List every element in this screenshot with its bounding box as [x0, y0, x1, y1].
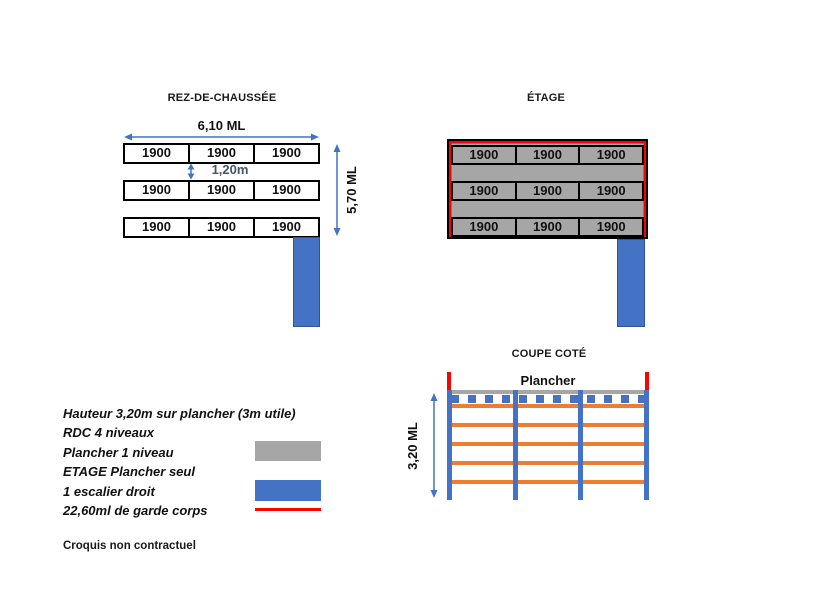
bay-cell: 1900 [142, 145, 171, 160]
rack-upright-column [447, 390, 452, 500]
bay-cell: 1900 [188, 182, 253, 199]
aisle-gap-dim-label: 1,20m [211, 162, 249, 177]
rack-beam [449, 442, 649, 446]
rack-upright-column [578, 390, 583, 500]
plancher-label: Plancher [520, 373, 576, 388]
bay-cell: 1900 [469, 183, 499, 198]
etage-staircase [617, 239, 645, 327]
rdc-title: REZ-DE-CHAUSSÉE [167, 92, 277, 104]
rack-beam [449, 404, 649, 408]
horizontal-dimension-arrow-icon [124, 133, 319, 141]
floor-deck-dashes [451, 395, 645, 403]
rack-beam [449, 480, 649, 484]
rdc-rack-row-3: 1900 1900 1900 [123, 217, 320, 238]
bay-cell: 1900 [514, 183, 579, 199]
legend-line-rdc-niveaux: RDC 4 niveaux [63, 425, 155, 440]
bay-cell: 1900 [469, 147, 499, 162]
guard-rail-right [645, 372, 649, 390]
etage-rack-row-1: 1900 1900 1900 [451, 145, 644, 165]
coupe-title: COUPE COTÉ [511, 348, 587, 360]
vertical-dimension-arrow-icon [333, 144, 341, 236]
bay-cell: 1900 [253, 145, 318, 162]
bay-cell: 1900 [142, 219, 171, 234]
bay-cell: 1900 [469, 219, 499, 234]
bay-cell: 1900 [578, 219, 642, 235]
bay-cell: 1900 [188, 219, 253, 236]
guard-rail-left [447, 372, 451, 390]
legend-swatch-plancher [255, 441, 321, 461]
bay-cell: 1900 [514, 219, 579, 235]
section-height-dimension-arrow-icon [430, 393, 438, 498]
aisle-gap-dimension-arrow-icon [187, 163, 195, 180]
rdc-depth-dim-label: 5,70 ML [344, 166, 359, 214]
bay-cell: 1900 [253, 182, 318, 199]
rdc-staircase [293, 237, 320, 327]
rack-upright-column [513, 390, 518, 500]
bay-cell: 1900 [514, 147, 579, 163]
section-height-dim-label: 3,20 ML [405, 422, 420, 470]
etage-rack-row-2: 1900 1900 1900 [451, 181, 644, 201]
legend-line-garde-corps: 22,60ml de garde corps [63, 503, 208, 518]
bay-cell: 1900 [578, 183, 642, 199]
etage-rack-row-3: 1900 1900 1900 [451, 217, 644, 237]
etage-title: ÉTAGE [526, 92, 566, 104]
rdc-rack-row-1: 1900 1900 1900 [123, 143, 320, 164]
rack-beam [449, 461, 649, 465]
legend-line-hauteur: Hauteur 3,20m sur plancher (3m utile) [63, 406, 296, 421]
bay-cell: 1900 [188, 145, 253, 162]
rdc-rack-row-2: 1900 1900 1900 [123, 180, 320, 201]
floor-deck-bar [449, 390, 649, 394]
rdc-width-dim-label: 6,10 ML [197, 118, 246, 133]
legend-swatch-escalier [255, 480, 321, 501]
legend-swatch-garde-corps [255, 508, 321, 511]
legend-line-etage-plancher: ETAGE Plancher seul [63, 464, 195, 479]
rack-beam [449, 423, 649, 427]
etage-floor-outline: 1900 1900 1900 1900 1900 1900 1900 1900 … [447, 139, 648, 239]
disclaimer-note: Croquis non contractuel [63, 540, 196, 552]
bay-cell: 1900 [253, 219, 318, 236]
bay-cell: 1900 [578, 147, 642, 163]
bay-cell: 1900 [142, 182, 171, 197]
legend-line-plancher: Plancher 1 niveau [63, 445, 174, 460]
legend-line-escalier: 1 escalier droit [63, 484, 155, 499]
rack-upright-column [644, 390, 649, 500]
